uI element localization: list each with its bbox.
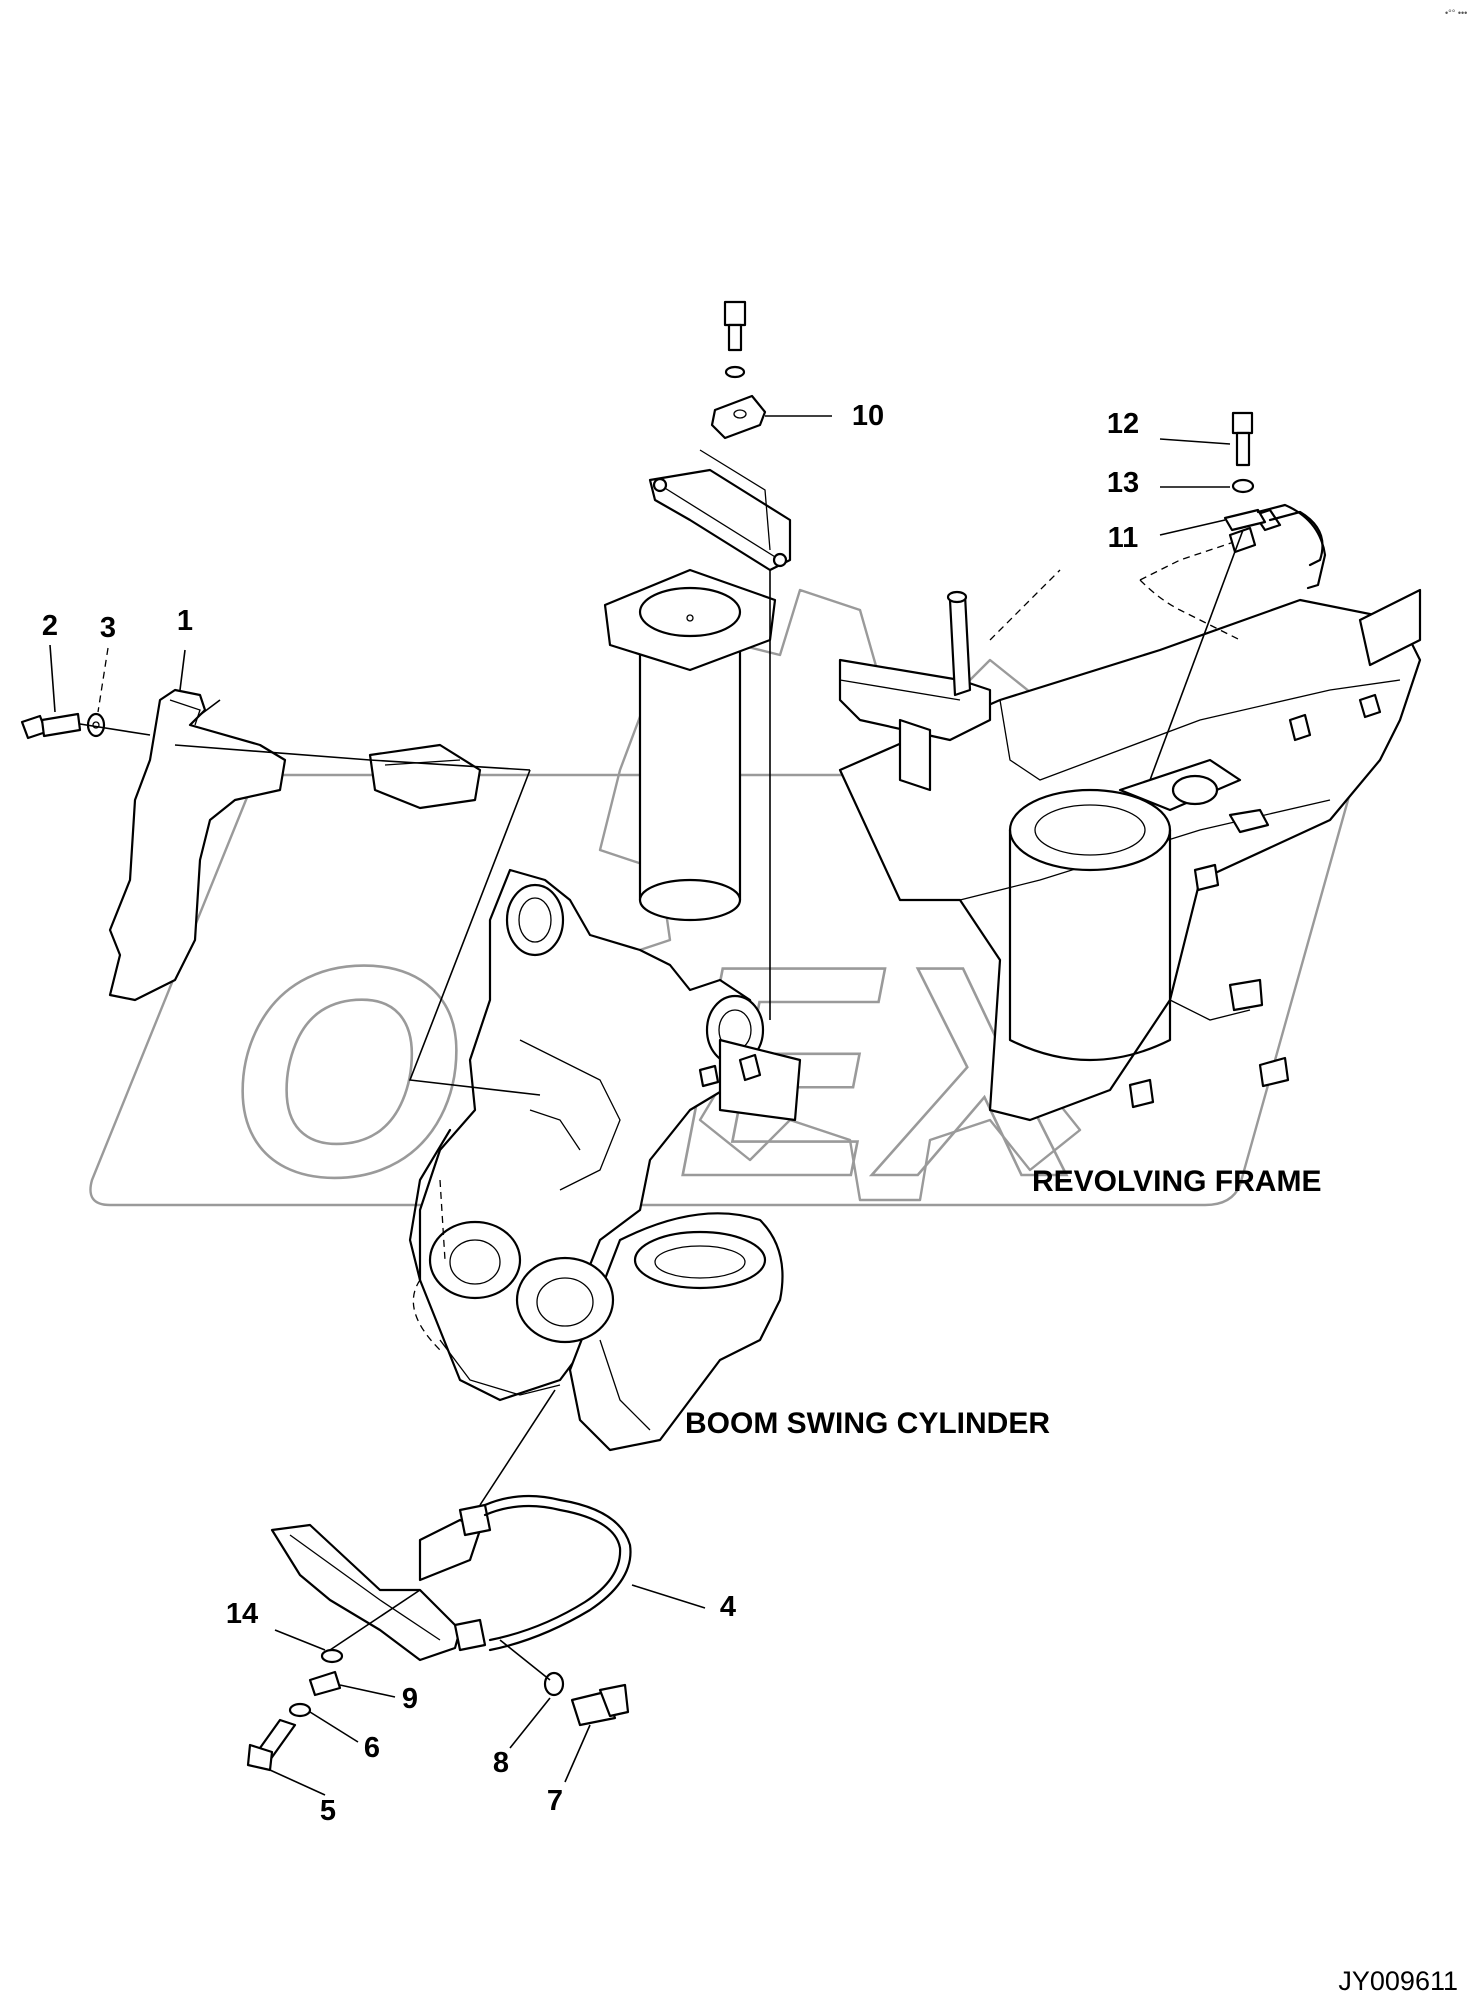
callout-5: 5 [320,1795,336,1827]
part-4-assembly [246,1389,632,1772]
callout-6: 6 [364,1732,380,1764]
callout-9: 9 [402,1683,418,1715]
revolving-frame [838,508,1422,1122]
callout-13: 13 [1107,467,1139,499]
callout-7: 7 [547,1785,563,1817]
boom-bracket [408,568,802,1452]
callout-3: 3 [100,612,116,644]
callout-1: 1 [177,605,193,637]
callout-12: 12 [1107,408,1139,440]
caption-revolving-frame: REVOLVING FRAME [1032,1165,1321,1198]
drawing-number: JY009611 [1338,1966,1458,1996]
callout-8: 8 [493,1747,509,1779]
callout-4: 4 [720,1591,736,1623]
callout-2: 2 [42,610,58,642]
caption-boom-swing-cylinder: BOOM SWING CYLINDER [685,1407,1050,1440]
leader-lines [49,415,1231,1796]
callout-10: 10 [852,400,884,432]
part-10-assembly [648,300,792,1020]
callout-11: 11 [1108,522,1139,554]
part-11-13-assembly [1149,411,1327,781]
part-1-assembly [20,688,541,1096]
corner-mark: •°° ••• [1445,8,1467,18]
callout-14: 14 [226,1598,258,1630]
